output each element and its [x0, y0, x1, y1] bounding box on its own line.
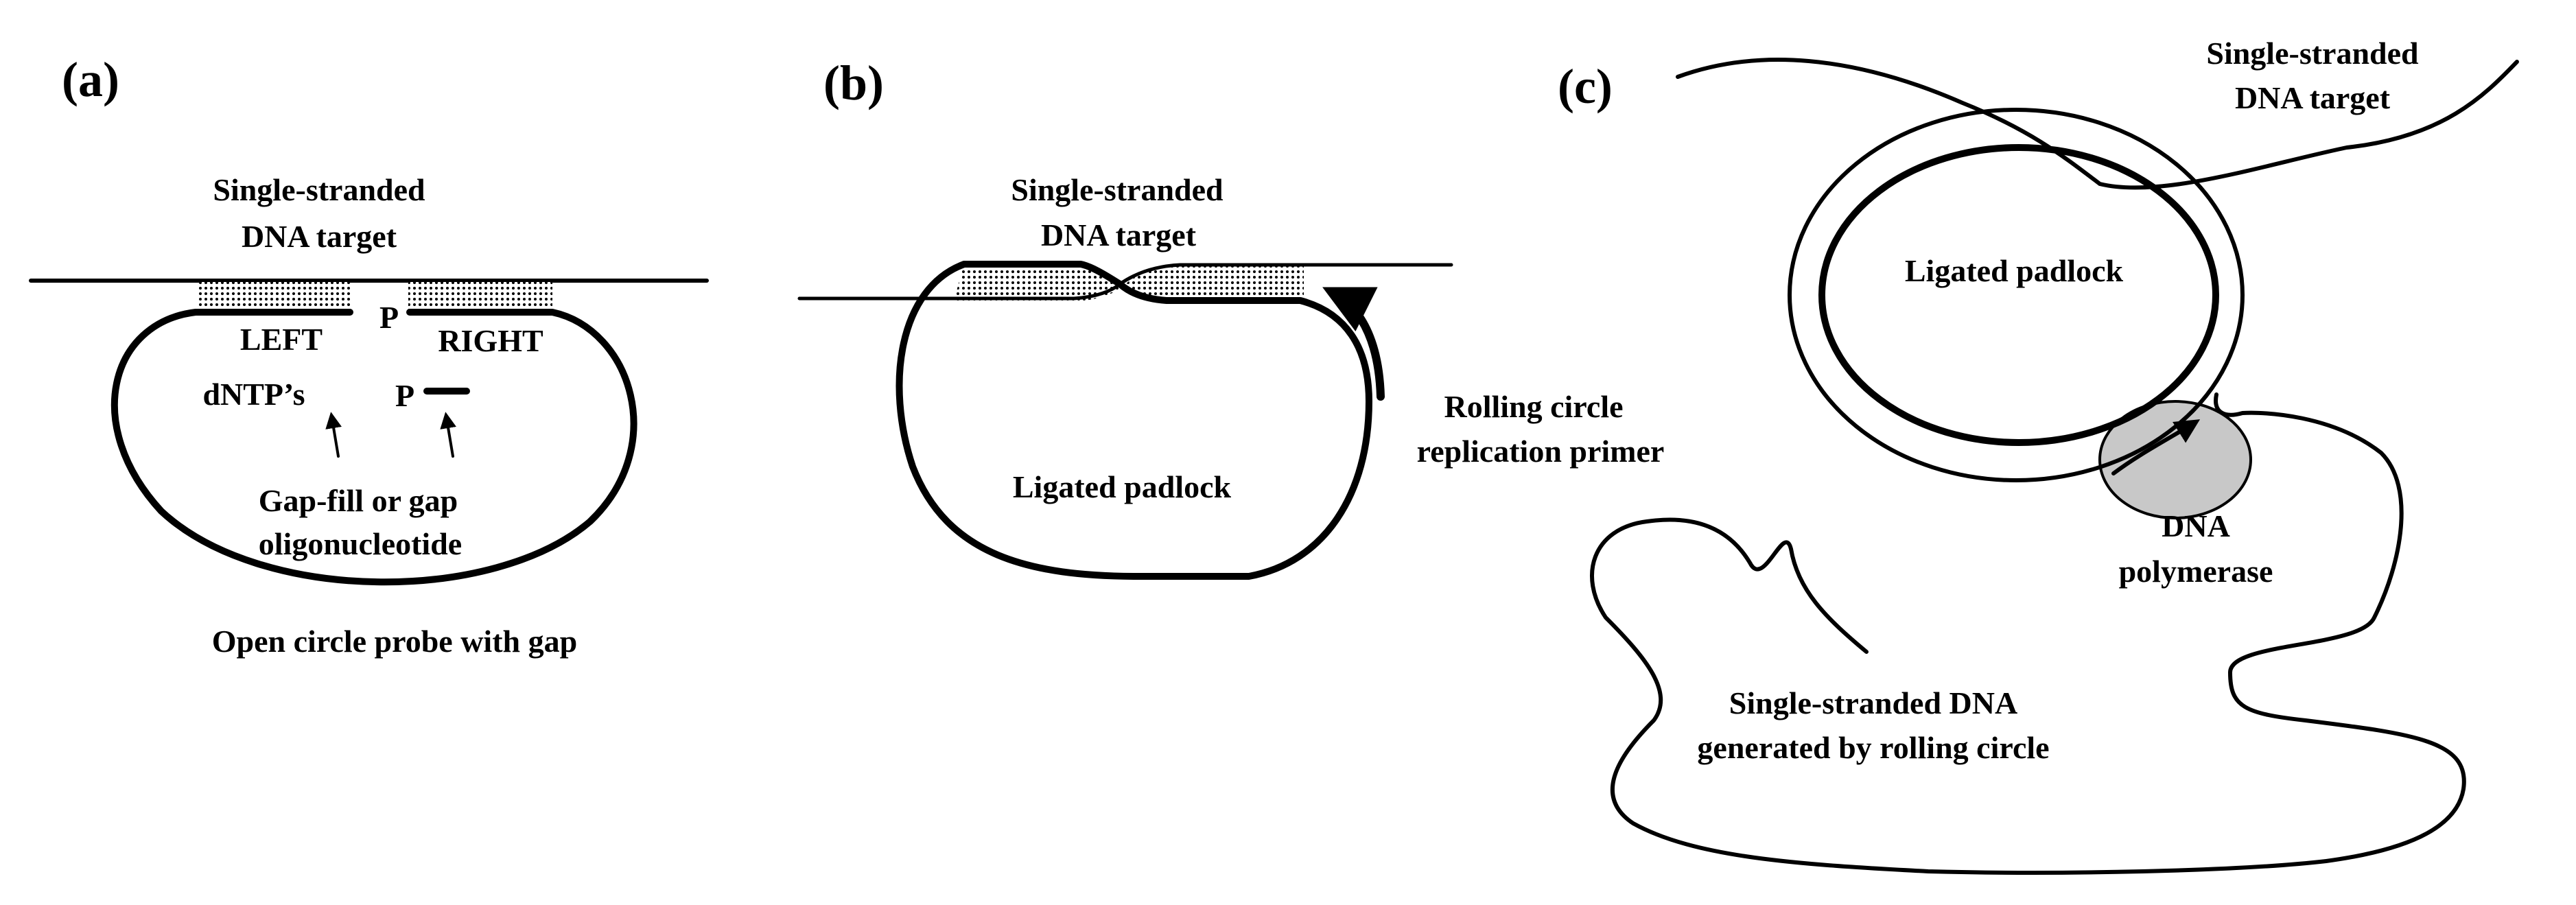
panel-c-rolling-circle-product	[1590, 392, 2466, 875]
panel-c-padlock-label: Ligated padlock	[1905, 253, 2124, 288]
panel-c-polymerase-label-line1: DNA	[2162, 508, 2230, 543]
panel-c-polymerase-label-line2: polymerase	[2119, 554, 2273, 589]
panel-a-target-label-line2: DNA target	[242, 219, 397, 254]
panel-a-right-label: RIGHT	[438, 323, 543, 358]
panel-c-polymerase-arrow	[2111, 419, 2201, 475]
panel-b-target-strand	[797, 263, 1453, 301]
panel-a: (a) Single-stranded DNA target LEFT P RI…	[29, 52, 709, 659]
panel-b-primer-label-line2: replication primer	[1417, 434, 1665, 469]
panel-b-ligated-padlock	[895, 261, 1372, 580]
panel-a-caption: Open circle probe with gap	[212, 624, 577, 659]
panel-c-product-label-line2: generated by rolling circle	[1697, 730, 2049, 765]
panel-a-label: (a)	[62, 52, 119, 107]
panel-c-target-label-line1: Single-stranded	[2206, 36, 2419, 71]
panel-a-gap-label-line1: Gap-fill or gap	[259, 483, 458, 518]
panel-b-target-label-line2: DNA target	[1041, 218, 1197, 252]
panel-a-dntps-arrow	[325, 412, 342, 458]
panel-c-target-strand	[1676, 58, 2519, 190]
panel-a-oligo-arrow	[440, 412, 456, 458]
panel-a-gap-label-line2: oligonucleotide	[259, 526, 462, 561]
panel-a-p-label-1: P	[379, 300, 399, 335]
panel-c-dna-polymerase	[2098, 400, 2252, 519]
panel-b-target-label-line1: Single-stranded	[1011, 172, 1223, 207]
panel-a-left-hybrid-region	[199, 282, 350, 312]
panel-c: (c) Single-stranded DNA target Ligated p…	[1558, 36, 2519, 875]
panel-b-primer-arrow	[1322, 287, 1385, 401]
panel-b-padlock-label: Ligated padlock	[1013, 469, 1232, 504]
panel-b: (b) Single-stranded DNA target Ligated p…	[797, 56, 1665, 580]
panel-a-dntps-label: dNTP’s	[202, 377, 305, 412]
panel-c-label: (c)	[1558, 59, 1613, 114]
panel-a-target-label-line1: Single-stranded	[213, 172, 425, 207]
panel-a-left-label: LEFT	[240, 322, 323, 357]
panel-b-label: (b)	[823, 56, 884, 110]
panel-c-outer-padlock-ring	[1788, 108, 2245, 482]
panel-b-left-hybrid-region	[954, 264, 1120, 301]
panel-a-open-circle-probe	[110, 309, 637, 586]
panel-b-primer-label-line1: Rolling circle	[1444, 389, 1623, 424]
panel-a-p-label-2: P	[395, 378, 414, 413]
panel-a-right-hybrid-region	[408, 282, 552, 312]
panel-c-target-label-line2: DNA target	[2235, 80, 2391, 115]
panel-b-right-hybrid-region	[1120, 264, 1304, 301]
panel-c-ligated-padlock	[1818, 144, 2219, 446]
panel-c-product-label-line1: Single-stranded DNA	[1729, 685, 2017, 720]
